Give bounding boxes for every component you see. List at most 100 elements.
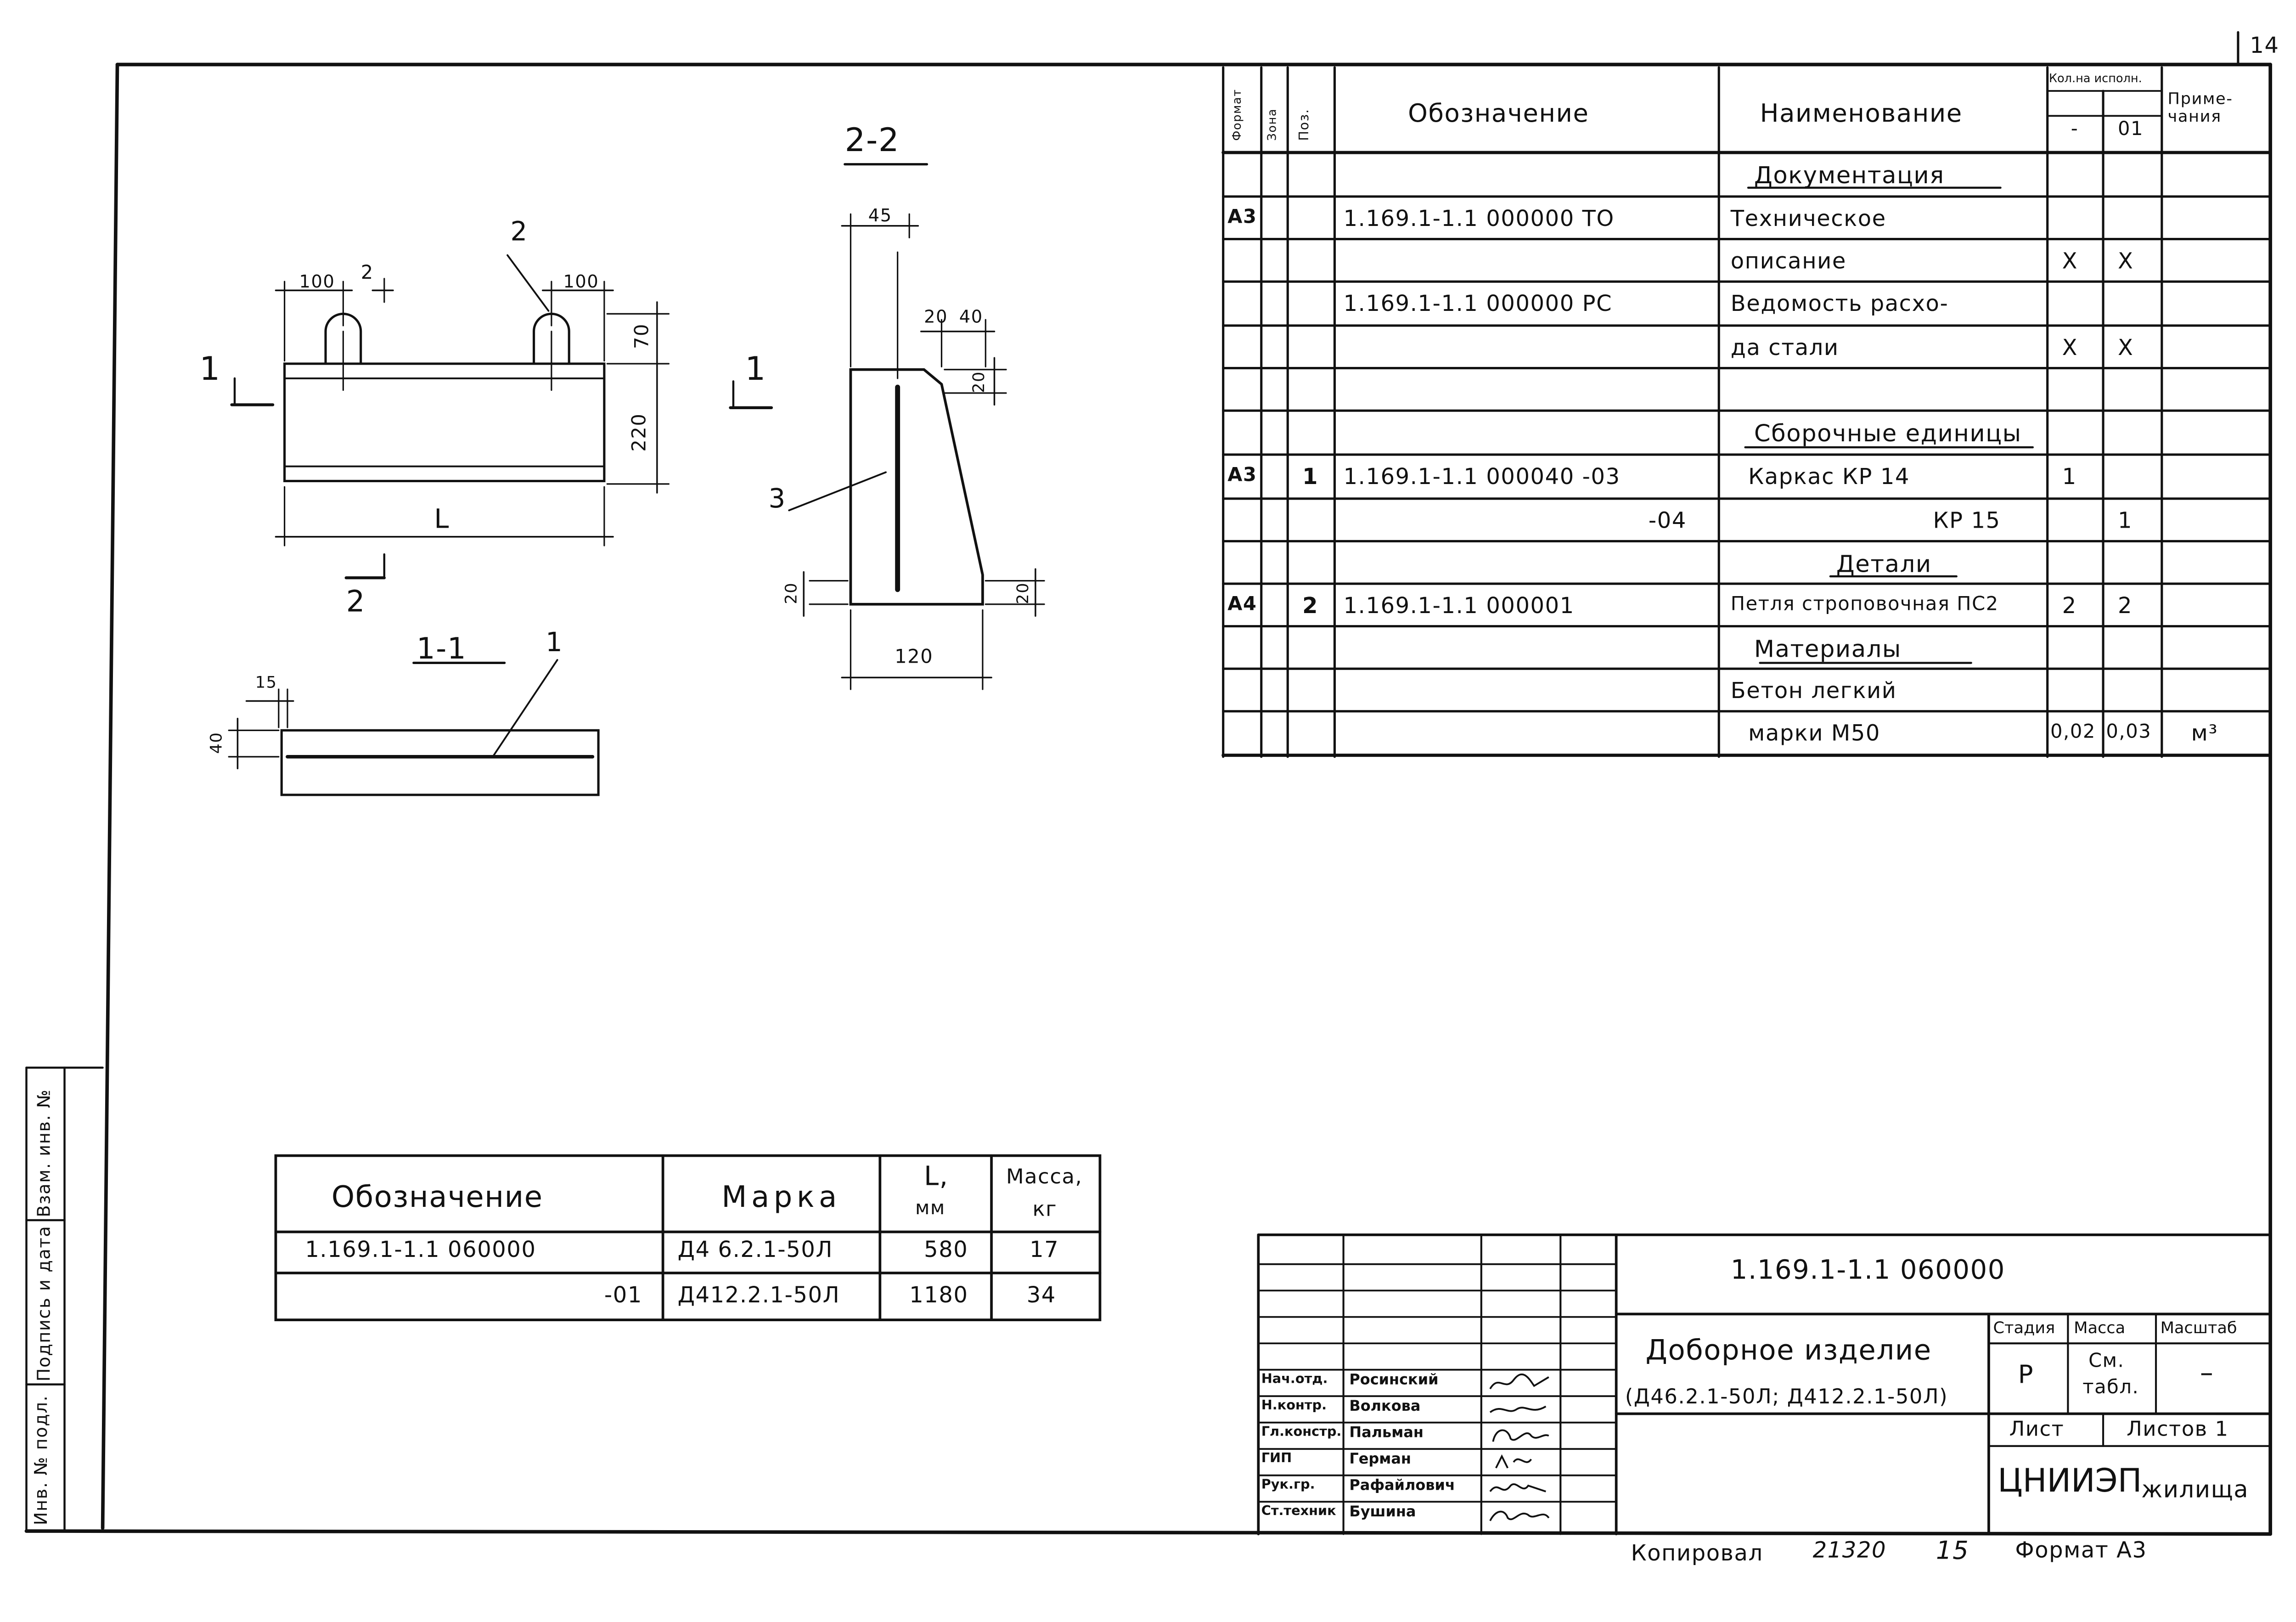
spec-cell-name: да стали <box>1730 334 1839 361</box>
spec-cell-qty-1: Х <box>2117 248 2134 275</box>
stage-value: Р <box>2018 1361 2034 1391</box>
dim-2-gap: 2 <box>360 262 374 285</box>
spec-cell-qty-0: 0,02 <box>2050 721 2096 744</box>
spec-cell-name: Каркас КР 14 <box>1748 463 1910 490</box>
spec-cell-qty-0: Х <box>2062 248 2078 275</box>
leader-pos-3: 3 <box>768 484 786 515</box>
mass-value-1: См. <box>2088 1351 2125 1373</box>
footer-copied-page: 15 <box>1936 1537 1970 1566</box>
dim-20-side: 20 <box>969 371 989 393</box>
signer-name: Рафайлович <box>1349 1478 1455 1495</box>
leader-pos-1: 1 <box>546 627 563 659</box>
marks-row2-mass: 34 <box>1026 1282 1056 1308</box>
spec-heading-underlines <box>1744 186 2034 664</box>
marks-header-mass: Масса, <box>1006 1166 1083 1189</box>
scale-value: – <box>2200 1358 2214 1389</box>
signer-name: Пальман <box>1349 1425 1424 1442</box>
signer-role: Рук.гр. <box>1261 1478 1315 1493</box>
dim-15: 15 <box>255 673 277 693</box>
dim-120: 120 <box>895 647 934 669</box>
spec-cell-pos: 1 <box>1302 463 1319 490</box>
footer-copied: Копировал <box>1631 1540 1763 1566</box>
spec-cell-name: Техническое <box>1730 205 1886 232</box>
signer-role: Ст.техник <box>1261 1504 1336 1520</box>
spec-cell-qty-1: 0,03 <box>2106 721 2152 744</box>
marks-row1-mark: Д4 6.2.1-50Л <box>677 1236 833 1263</box>
spec-cell-qty-1: Х <box>2117 334 2134 361</box>
handwritten-signature <box>1495 1454 1532 1469</box>
signer-role: Н.контр. <box>1261 1399 1327 1414</box>
spec-cell-designation: 1.169.1-1.1 000001 <box>1343 592 1575 619</box>
sheets-label: Листов 1 <box>2127 1418 2229 1442</box>
marks-header-L: L, <box>924 1161 949 1193</box>
mass-value-2: табл. <box>2082 1377 2139 1399</box>
spec-cell-format: А4 <box>1227 594 1257 616</box>
doc-code: 1.169.1-1.1 060000 <box>1730 1255 2005 1286</box>
spec-cell-name: Петля строповочная ПС2 <box>1730 594 1999 616</box>
product-title: Доборное изделие <box>1645 1335 1932 1367</box>
front-view <box>230 254 670 580</box>
marks-table-grid <box>274 1154 1102 1322</box>
section-2-2 <box>729 163 1045 690</box>
spec-cell-name: марки М50 <box>1748 720 1881 747</box>
stage-label: Стадия <box>1993 1318 2055 1338</box>
section-2-2-title: 2-2 <box>844 123 900 160</box>
signer-name: Бушина <box>1349 1504 1416 1521</box>
spec-header-name: Наименование <box>1760 100 1963 130</box>
spec-header-pos: Поз. <box>1298 108 1313 141</box>
handwritten-signature <box>1489 1483 1546 1492</box>
spec-header-designation: Обозначение <box>1408 100 1589 130</box>
spec-cell-designation: 1.169.1-1.1 000000 РС <box>1343 290 1613 317</box>
signer-name: Герман <box>1349 1452 1412 1468</box>
spec-cell-designation: 1.169.1-1.1 000040 -03 <box>1343 463 1621 490</box>
side-stamp-grid <box>25 1066 104 1532</box>
spec-cell-designation: 1.169.1-1.1 000000 ТО <box>1343 205 1615 232</box>
product-marks: (Д46.2.1-50Л; Д412.2.1-50Л) <box>1625 1385 1948 1409</box>
spec-header-qty-group: Кол.на исполн. <box>2048 72 2142 85</box>
title-block-grid <box>1257 1233 2272 1536</box>
marks-row2-designation: -01 <box>604 1282 642 1308</box>
marks-header-L-unit: мм <box>915 1198 945 1220</box>
spec-header-zone: Зона <box>1266 108 1279 141</box>
handwritten-signature <box>1489 1510 1550 1521</box>
spec-cell-designation: -04 <box>1648 507 1687 534</box>
cut-mark-1-left: 1 <box>199 352 221 389</box>
dim-20-bottom-right: 20 <box>1013 582 1033 604</box>
marks-row2-mark: Д412.2.1-50Л <box>677 1282 840 1308</box>
dim-20-top: 20 <box>924 306 948 327</box>
dim-45: 45 <box>868 205 892 226</box>
signer-name: Росинский <box>1349 1373 1439 1389</box>
signer-name: Волкова <box>1349 1399 1421 1415</box>
spec-cell-name: Бетон легкий <box>1730 677 1897 704</box>
marks-row2-L: 1180 <box>909 1282 968 1308</box>
leader-pos-2: 2 <box>510 217 528 248</box>
sheet-number: 14 <box>2250 32 2279 59</box>
marks-header-designation: Обозначение <box>331 1179 543 1215</box>
side-stamp-inv-replace: Взам. инв. № <box>34 1089 55 1217</box>
marks-row1-mass: 17 <box>1030 1236 1059 1263</box>
footer-copied-num: 21320 <box>1812 1537 1887 1564</box>
cut-mark-1-section: 1 <box>745 352 766 389</box>
spec-cell-name: Сборочные единицы <box>1754 419 2022 448</box>
dim-220: 220 <box>629 413 652 452</box>
scale-label: Масштаб <box>2160 1318 2237 1338</box>
dim-70: 70 <box>632 323 654 349</box>
mass-label: Масса <box>2074 1318 2126 1338</box>
spec-header-exec0: - <box>2071 118 2079 141</box>
sheet-frame <box>24 31 2272 1536</box>
spec-cell-qty-1: 2 <box>2117 592 2133 619</box>
dim-100-right: 100 <box>563 271 599 292</box>
dim-40: 40 <box>959 306 983 327</box>
spec-header-exec1: 01 <box>2117 118 2144 141</box>
signer-role: Нач.отд. <box>1261 1373 1328 1388</box>
dim-40-section: 40 <box>207 732 226 754</box>
marks-row1-L: 580 <box>924 1236 968 1263</box>
signer-role: ГИП <box>1261 1452 1292 1467</box>
marks-row1-designation: 1.169.1-1.1 060000 <box>305 1236 536 1263</box>
spec-header-note: Приме-чания <box>2167 89 2233 126</box>
spec-cell-format: А3 <box>1227 465 1257 487</box>
spec-cell-qty-0: 1 <box>2062 463 2077 490</box>
spec-table-grid <box>1221 66 2272 758</box>
